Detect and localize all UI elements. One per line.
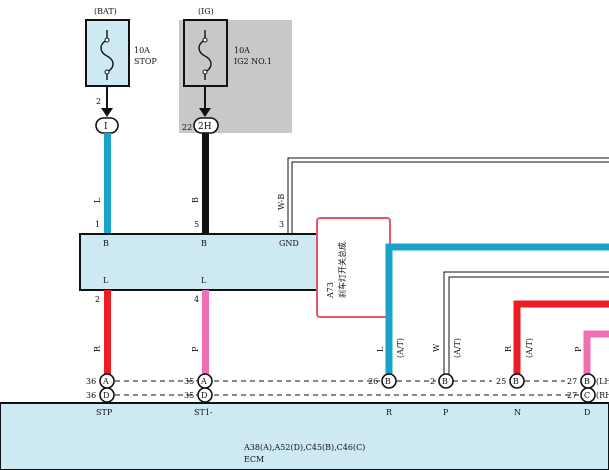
wire-n-red	[513, 300, 609, 374]
switch-pin-b2: 5	[194, 220, 199, 229]
ecm-title-connectors: A38(A),A52(D),C45(B),C46(C)	[243, 443, 365, 452]
wire-r-note: (A/T)	[396, 338, 405, 358]
wire-stp-upper-color: L	[93, 197, 102, 203]
switch-pin-gnd: 3	[279, 220, 284, 229]
ecm-d-bot-con: C	[584, 391, 590, 400]
switch-label-l2: L	[201, 276, 207, 285]
ecm-d-bot-note: (RH	[596, 391, 609, 400]
ecm-terminal-stp: STP	[96, 408, 113, 417]
ig-arrow	[199, 108, 211, 117]
switch-name: 刹车灯开关总成	[337, 242, 347, 298]
ecm-terminal-d: D	[584, 408, 590, 417]
wire-gnd-color: W-B	[277, 194, 286, 210]
ecm-stp-bot-pin: 36	[86, 391, 96, 400]
ecm-terminal-p: P	[443, 408, 449, 417]
ecm-n-con: B	[513, 377, 519, 386]
ecm-terminal-n: N	[514, 408, 521, 417]
ecm-st1-top-con: A	[200, 377, 207, 386]
bat-fuse-rating: 10A	[134, 46, 150, 55]
switch-name-highlight[interactable]	[316, 217, 391, 318]
switch-pin-b1: 1	[95, 220, 100, 229]
switch-label-b1: B	[103, 239, 109, 248]
ecm-r-pin: 26	[368, 377, 378, 386]
bat-arrow	[101, 108, 113, 117]
ecm-st1-bot-pin: 35	[184, 391, 194, 400]
ecm-d-top-con: B	[584, 377, 590, 386]
wire-st1-upper-color: B	[191, 197, 200, 203]
wire-stp-lower	[104, 290, 111, 374]
bat-fuse-name: STOP	[134, 57, 157, 66]
ig-fuse-symbol	[198, 30, 212, 80]
switch-pin-l1: 2	[95, 295, 100, 304]
ecm-r-con: B	[385, 377, 391, 386]
ecm-terminal-st1: ST1-	[194, 408, 213, 417]
ecm-box	[0, 402, 609, 470]
bat-connector-label: I	[104, 122, 108, 132]
switch-label-l1: L	[103, 276, 109, 285]
ecm-st1-top-pin: 35	[184, 377, 194, 386]
ig-source-label: (IG)	[198, 7, 214, 16]
wire-stp-upper	[104, 133, 111, 234]
ecm-title: ECM	[244, 455, 264, 464]
wire-r-blue	[385, 243, 609, 374]
ecm-d-bot-pin: 27	[567, 391, 577, 400]
wire-st1-upper	[202, 133, 209, 234]
wire-st1-lower	[202, 290, 209, 374]
switch-code: A73	[326, 282, 335, 299]
bat-source-label: (BAT)	[94, 7, 117, 16]
ecm-stp-top-pin: 36	[86, 377, 96, 386]
wire-n-color: R	[504, 345, 513, 352]
brake-switch-box	[79, 233, 321, 291]
switch-label-gnd: GND	[279, 239, 299, 248]
wire-d-color: P	[574, 346, 583, 352]
ecm-p-con: B	[442, 377, 448, 386]
wire-p-note: (A/T)	[453, 338, 462, 358]
ecm-st1-bot-con: D	[201, 391, 207, 400]
ig-fuse-name: IG2 NO.1	[234, 57, 272, 66]
switch-pin-l2: 4	[194, 295, 199, 304]
ecm-stp-top-con: A	[102, 377, 109, 386]
ecm-n-pin: 25	[496, 377, 506, 386]
ig-connector-label: 2H	[198, 122, 212, 132]
wire-st1-lower-color: P	[191, 346, 200, 352]
wire-r-color: L	[376, 346, 385, 352]
ig-fuse-rating: 10A	[234, 46, 250, 55]
ecm-d-top-note: (LH	[596, 377, 609, 386]
wire-d-pink	[583, 330, 609, 374]
wire-gnd	[287, 157, 609, 234]
ecm-terminal-r: R	[386, 408, 393, 417]
bat-fuse-symbol	[100, 30, 114, 80]
wire-n-note: (A/T)	[525, 338, 534, 358]
ecm-p-pin: 2	[430, 377, 435, 386]
wire-p-color: W	[432, 343, 441, 352]
ecm-stp-bot-con: D	[103, 391, 109, 400]
wire-stp-lower-color: R	[93, 345, 102, 352]
switch-label-b2: B	[201, 239, 207, 248]
ig-pin-number: 22	[182, 123, 192, 132]
bat-pin-number: 2	[96, 97, 101, 106]
ecm-d-top-pin: 27	[567, 377, 577, 386]
wire-p-white	[443, 271, 609, 374]
